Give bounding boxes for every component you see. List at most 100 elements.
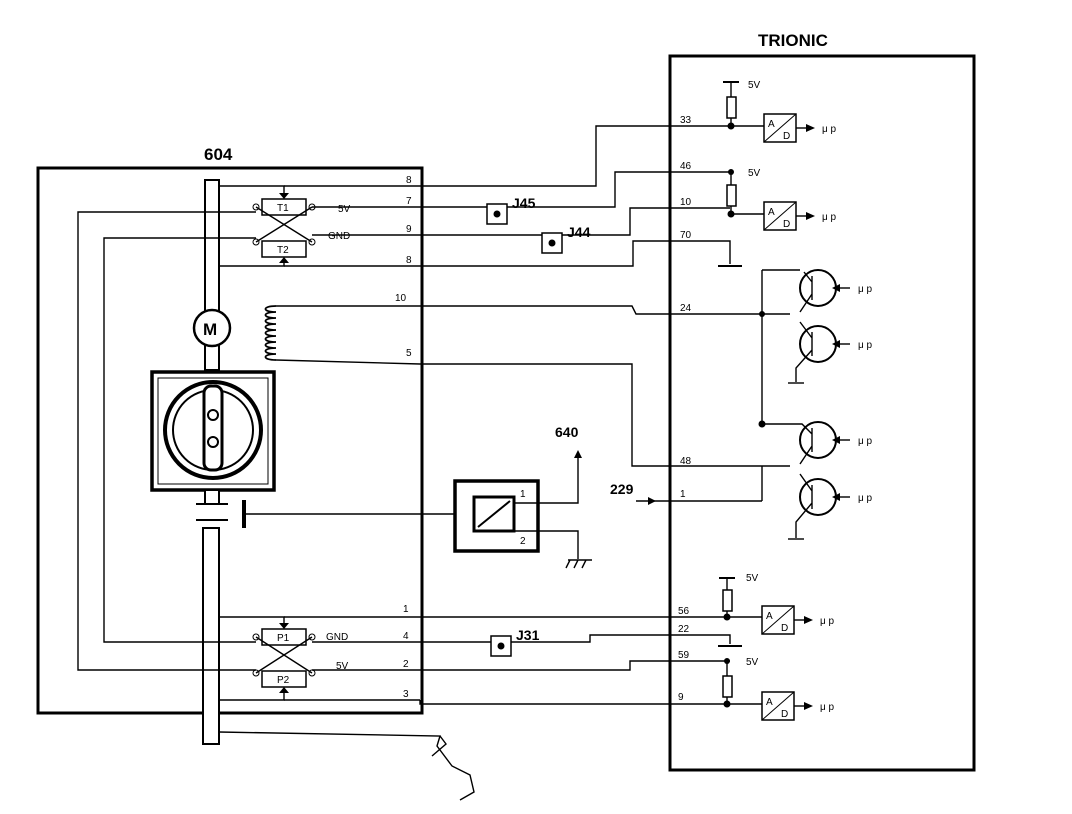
adc-9-arrow bbox=[804, 702, 813, 710]
adc-10-up: μ p bbox=[822, 212, 837, 223]
pin-ecu-59: 59 bbox=[678, 650, 690, 661]
node-33 bbox=[727, 122, 735, 130]
p2-wiper bbox=[219, 690, 285, 701]
pin-604-1: 1 bbox=[403, 604, 409, 615]
supply-59-node bbox=[724, 658, 730, 664]
pins-604: 8 7 9 8 10 5 1 4 2 3 bbox=[395, 175, 412, 700]
p-5v-label: 5V bbox=[336, 661, 349, 672]
t-gnd-label: GND bbox=[328, 231, 350, 242]
relay-pin-1: 1 bbox=[520, 489, 526, 500]
q4-arrow bbox=[832, 493, 840, 501]
adc-9-a: A bbox=[766, 697, 773, 708]
pin-604-5: 5 bbox=[406, 348, 412, 359]
t-harness-wires bbox=[284, 185, 420, 267]
throttle-sensors: T1 T2 5V GND bbox=[219, 185, 351, 267]
pin-ecu-33: 33 bbox=[680, 115, 692, 126]
p1-label: P1 bbox=[277, 633, 290, 644]
node-10 bbox=[727, 210, 735, 218]
pin-ecu-10: 10 bbox=[680, 197, 692, 208]
connector-640: 640 bbox=[555, 424, 579, 440]
adc-33-arrow bbox=[806, 124, 815, 132]
supply-56-label: 5V bbox=[746, 573, 759, 584]
q1-leads bbox=[799, 271, 813, 313]
pin-ecu-56: 56 bbox=[678, 606, 690, 617]
wire-3-to-9 bbox=[419, 700, 730, 705]
wire-8b-to-70 bbox=[420, 240, 731, 267]
q2-up: μ p bbox=[858, 340, 873, 351]
adc-33-up: μ p bbox=[822, 124, 837, 135]
relay-640-arrow bbox=[574, 450, 582, 458]
adc-10-diag bbox=[763, 201, 797, 231]
transistor-q4 bbox=[799, 478, 837, 516]
unit-604-box bbox=[36, 166, 424, 715]
p1-wiper bbox=[219, 616, 285, 626]
t-5v-label: 5V bbox=[338, 204, 351, 215]
p2-label: P2 bbox=[277, 675, 290, 686]
q1-up: μ p bbox=[858, 284, 873, 295]
t1-wiper-arrow bbox=[279, 193, 289, 199]
p2-wiper-arrow bbox=[279, 687, 289, 693]
ecu-box bbox=[668, 54, 976, 772]
pedal-sensors: P1 P2 GND 5V bbox=[219, 616, 349, 701]
p1-wiper-arrow bbox=[279, 623, 289, 629]
relay-wire-640 bbox=[514, 456, 579, 504]
motor-coil-wire-bottom bbox=[275, 359, 421, 365]
unit-604: 604 bbox=[36, 145, 424, 715]
pin-ecu-22: 22 bbox=[678, 624, 690, 635]
t2-label: T2 bbox=[277, 245, 289, 256]
pin-604-2: 2 bbox=[403, 659, 409, 670]
adc-56-diag bbox=[761, 605, 795, 635]
j45-dot bbox=[493, 210, 501, 218]
j31-dot bbox=[497, 642, 505, 650]
throttle-assembly: M bbox=[150, 179, 476, 801]
throttle-body-inner bbox=[157, 377, 269, 485]
adc-10-arrow bbox=[806, 212, 815, 220]
node-9 bbox=[723, 700, 731, 708]
j44-label: J44 bbox=[567, 224, 591, 240]
relay-chassis-ground-icon bbox=[565, 559, 592, 569]
wire-10-to-24 bbox=[420, 305, 762, 315]
pin-604-10: 10 bbox=[395, 293, 407, 304]
supply-46-label: 5V bbox=[748, 168, 761, 179]
pin-604-8b: 8 bbox=[406, 255, 412, 266]
adc-10-d: D bbox=[783, 219, 790, 230]
input-229-arrow bbox=[648, 497, 656, 505]
adc-56-a: A bbox=[766, 611, 773, 622]
ecu-h-bridge: μ p μ p μ p μ p bbox=[758, 269, 873, 540]
pin-ecu-46: 46 bbox=[680, 161, 692, 172]
pullup-56 bbox=[722, 589, 733, 612]
relay-wire-ground bbox=[514, 530, 579, 559]
adc-56-arrow bbox=[804, 616, 813, 624]
q1-arrow bbox=[832, 284, 840, 292]
motor-label: M bbox=[203, 320, 217, 339]
wire-7-to-46 bbox=[420, 171, 730, 208]
wire-8a-to-33 bbox=[420, 125, 730, 187]
throttle-plate bbox=[202, 384, 224, 472]
wire-t1-to-p2 bbox=[77, 211, 256, 671]
p-harness-wires bbox=[284, 616, 420, 701]
pin-604-7: 7 bbox=[406, 196, 412, 207]
wire-5-to-48 bbox=[420, 363, 762, 467]
t-cross-wiring bbox=[255, 206, 313, 243]
pin-604-9: 9 bbox=[406, 224, 412, 235]
pin-ecu-1: 1 bbox=[680, 489, 686, 500]
relay-coil-diagonal bbox=[477, 500, 511, 528]
lower-shaft bbox=[202, 527, 220, 745]
adc-9-d: D bbox=[781, 709, 788, 720]
adc-9-up: μ p bbox=[820, 702, 835, 713]
ecu-adc-inputs: 5V A D μ p 5V A D μ p 5V A D μ p bbox=[719, 80, 837, 721]
t2-wiper-arrow bbox=[279, 257, 289, 263]
pin-604-4: 4 bbox=[403, 631, 409, 642]
q3-arrow bbox=[832, 436, 840, 444]
pin-ecu-24: 24 bbox=[680, 303, 692, 314]
j31-label: J31 bbox=[516, 627, 540, 643]
supply-33-label: 5V bbox=[748, 80, 761, 91]
pullup-9 bbox=[722, 675, 733, 698]
internal-604-wiring bbox=[77, 185, 421, 701]
connector-229: 229 bbox=[610, 481, 634, 497]
supply-59-label: 5V bbox=[746, 657, 759, 668]
supply-46-node bbox=[728, 169, 734, 175]
pullup-10 bbox=[726, 184, 737, 207]
pin-604-8a: 8 bbox=[406, 175, 412, 186]
